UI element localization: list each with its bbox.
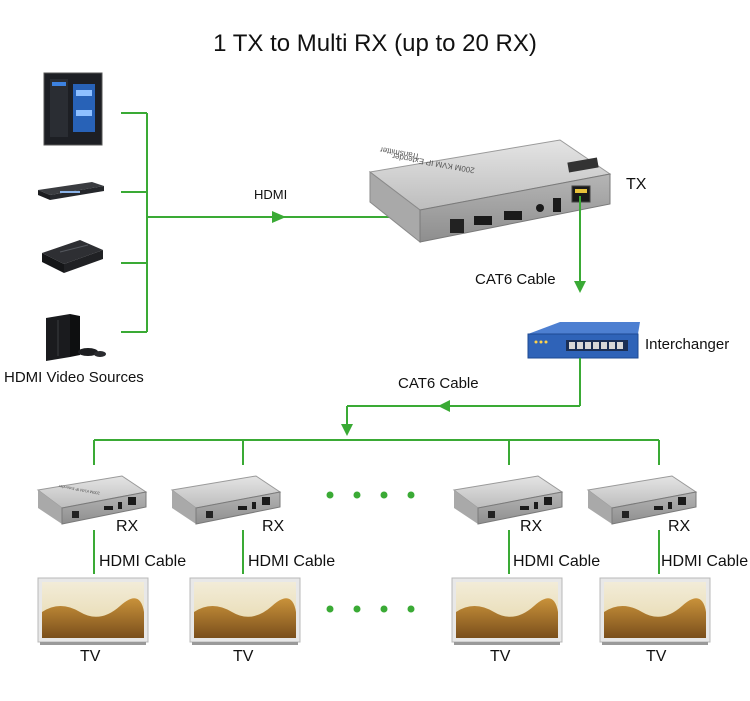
rx-to-tv-lines bbox=[93, 530, 660, 574]
hdmi-cable-label: HDMI Cable bbox=[99, 553, 187, 570]
more-receivers-ellipsis bbox=[326, 491, 415, 499]
tv-label: TV bbox=[80, 648, 101, 665]
cat6-cable-label-split: CAT6 Cable bbox=[398, 375, 479, 392]
tx-device-subtext: Transmitter bbox=[379, 145, 420, 161]
hdmi-label: HDMI bbox=[254, 187, 288, 202]
tx-transmitter-device: 200M KVM IP Extender Transmitter bbox=[368, 139, 612, 244]
cat6-arrow-left bbox=[438, 400, 450, 412]
tv-icon bbox=[37, 577, 149, 645]
rx-receiver-device bbox=[586, 475, 698, 525]
tv-icon bbox=[189, 577, 301, 645]
tv-icon bbox=[451, 577, 563, 645]
hdmi-arrow bbox=[272, 211, 286, 223]
hdmi-cable-label: HDMI Cable bbox=[513, 553, 601, 570]
rx-receiver-device bbox=[452, 475, 564, 525]
rx-label: RX bbox=[116, 518, 139, 535]
tv-label: TV bbox=[233, 648, 254, 665]
more-tvs-ellipsis bbox=[326, 605, 415, 613]
cat6-cable-label-tx: CAT6 Cable bbox=[475, 271, 556, 288]
switch-to-receivers-line bbox=[93, 358, 660, 465]
rx-label: RX bbox=[262, 518, 285, 535]
tv-label: TV bbox=[646, 648, 667, 665]
rx-label: RX bbox=[668, 518, 691, 535]
split-arrow-down bbox=[341, 424, 353, 436]
cat6-arrow-down bbox=[574, 281, 586, 293]
tx-label: TX bbox=[626, 176, 647, 193]
interchanger-label: Interchanger bbox=[645, 336, 730, 353]
sources-label: HDMI Video Sources bbox=[4, 369, 144, 386]
dvd-player-icon bbox=[38, 182, 104, 200]
rx-label: RX bbox=[520, 518, 543, 535]
tv-icon bbox=[599, 577, 711, 645]
pc-tower-icon bbox=[43, 72, 103, 146]
network-switch-device bbox=[527, 322, 640, 359]
rx-receiver-device bbox=[170, 475, 282, 525]
game-console-icon bbox=[46, 314, 106, 361]
set-top-box-icon bbox=[42, 240, 103, 273]
hdmi-cable-label: HDMI Cable bbox=[248, 553, 336, 570]
diagram-title: 1 TX to Multi RX (up to 20 RX) bbox=[213, 30, 537, 57]
tv-label: TV bbox=[490, 648, 511, 665]
rx-receiver-device: 200M KVM IP Extender bbox=[36, 475, 148, 525]
hdmi-cable-label: HDMI Cable bbox=[661, 553, 749, 570]
